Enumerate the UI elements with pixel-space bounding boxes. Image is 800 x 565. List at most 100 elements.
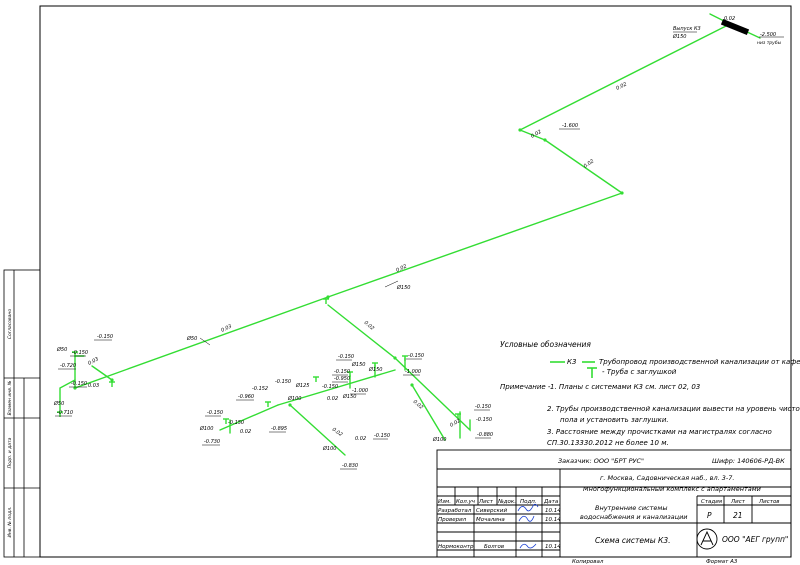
pipe-plugs: [57, 128, 624, 424]
center-lvl-g: -1.000: [352, 388, 368, 394]
trunk-slope-a: 0.02: [615, 82, 628, 92]
pipe-node-4: [326, 295, 330, 299]
tb-h-izm: Изм.: [438, 499, 451, 505]
tb-date-3: 10.14: [545, 544, 561, 550]
note-2a: 2. Трубы производственной канализации вы…: [547, 405, 800, 413]
pipe-left-riser-3: [59, 379, 76, 411]
tb-section-2: водоснабжения и канализации: [580, 513, 688, 521]
center-lvl-n: -0.730: [204, 439, 220, 445]
tb-sheet: 21: [733, 511, 743, 520]
tb-stage: Р: [707, 511, 712, 520]
pipe-plug-2: [109, 381, 115, 387]
trunk-diameter-mid: Ø150: [396, 284, 410, 291]
center-lvl-k: -0.895: [271, 426, 287, 432]
center-lvl-f: -0.150: [322, 384, 338, 390]
outlet-group: Выпуск К3 Ø150 0.02 -2.500 низ трубы: [672, 16, 784, 46]
center-slope-3: 0.02: [240, 429, 251, 435]
outlet-depth-note: низ трубы: [757, 40, 782, 46]
tb-sheets-h: Листов: [758, 499, 780, 505]
tb-name-3: Болгов: [484, 544, 504, 550]
pipe-trunk-diag: [544, 139, 623, 194]
pipe-plug-10: [455, 413, 461, 419]
center-lvl-q: -0.150: [475, 404, 491, 410]
pipe-center-down: [411, 384, 446, 441]
pipe-trunk-left: [74, 296, 329, 389]
tb-role-2: Проверил: [438, 517, 467, 523]
side-agreed: Согласовано: [7, 309, 13, 339]
center-lvl-j: -0.960: [238, 394, 254, 400]
pipe-plug-11: [323, 298, 329, 304]
tb-name-1: Сиверский: [476, 508, 507, 514]
center-lvl-s: -0.880: [477, 432, 493, 438]
tb-customer: Заказчик: ООО "БРТ РУС": [558, 457, 644, 465]
trunk-slope-c: 0.02: [583, 158, 596, 169]
tb-name-2: Мочалина: [476, 517, 505, 523]
signature-marks: [517, 503, 539, 549]
pipe-plug-9: [313, 376, 319, 382]
tb-code: Шифр: 140606-РД-ВК: [712, 457, 785, 465]
side-sign-date: Подп. и дата: [7, 437, 13, 468]
pipe-plug-4: [347, 371, 353, 377]
tb-role-1: Разработал: [438, 508, 472, 514]
pipe-trunk-main: [327, 192, 623, 298]
center-dia-g: Ø100: [322, 445, 336, 452]
tb-address: г. Москва, Садовническая наб., вл. 3-7.: [600, 474, 734, 482]
legend-k3-text: Трубопровод производственной канализации…: [599, 358, 800, 366]
legend-plug-symbol: [587, 367, 597, 378]
center-dia-c: Ø150: [342, 393, 356, 400]
center-lvl-e: -0.950: [334, 376, 350, 382]
tb-format: Формат А3: [706, 559, 738, 565]
outlet-diameter: Ø150: [672, 33, 686, 40]
note-1: 1. Планы с системами К3 см. лист 02, 03: [550, 383, 700, 391]
center-slope-2: 0.02: [412, 399, 424, 411]
tb-h-list: Лист: [478, 499, 494, 505]
center-slope-5: 0.02: [355, 436, 366, 442]
tb-date-2: 10.14: [545, 517, 561, 523]
tb-stage-h: Стадия: [701, 499, 723, 505]
left-slope-1: 0.03: [87, 356, 100, 367]
pipe-node-1: [620, 191, 624, 195]
center-dia-d: Ø125: [295, 382, 309, 389]
center-dia-e: Ø100: [287, 395, 301, 402]
side-stamp: [3, 269, 41, 558]
company-logo: [696, 528, 718, 550]
center-lvl-h: -0.152: [252, 386, 268, 392]
center-lvl-c: -1.000: [405, 369, 421, 375]
center-dia-h: Ø100: [432, 436, 446, 443]
center-lvl-l: -0.150: [207, 410, 223, 416]
pipe-node-2: [518, 128, 522, 132]
center-dia-f: Ø100: [199, 425, 213, 432]
tb-h-kol: Кол.уч: [456, 499, 476, 505]
tb-object: Многофункциональный комплекс с апартамен…: [583, 485, 761, 493]
center-lvl-i: -0.150: [275, 379, 291, 385]
trunk-slope-d: 0.02: [395, 264, 408, 274]
center-lvl-d: -0.150: [334, 369, 350, 375]
trunk-slope-b: 0.02: [530, 129, 543, 140]
tb-date-1: 10.14: [545, 508, 561, 514]
side-inv: Инв. № подл.: [7, 506, 13, 537]
center-slope-6: 0.02: [449, 418, 462, 429]
center-lvl-o: -0.150: [374, 433, 390, 439]
tb-section-1: Внутренние системы: [595, 504, 667, 512]
left-dia-2: Ø50: [53, 400, 64, 407]
pipe-center-run: [394, 357, 471, 432]
center-lvl-r: -0.150: [476, 417, 492, 423]
trunk-level-top: -1.600: [562, 123, 578, 129]
pipe-center-lower-left: [219, 404, 279, 431]
pipe-trunk-drop: [519, 129, 546, 141]
pipe-center-main: [327, 304, 396, 359]
outlet-slope: 0.02: [724, 16, 735, 22]
pipe-node-6: [410, 383, 414, 387]
left-slope-2: 0.03: [88, 383, 99, 389]
note-2b: пола и установить заглушки.: [560, 416, 669, 424]
tb-drawing: Схема системы К3.: [595, 536, 670, 545]
pipe-node-5: [393, 356, 397, 360]
pipe-node-3: [543, 138, 547, 142]
pipe-center-lower: [289, 404, 346, 456]
tb-company: ООО "АЕГ групп": [722, 535, 788, 544]
tb-role-3: Нормоконтр.: [438, 544, 475, 550]
outlet-label: Выпуск К3: [673, 26, 701, 32]
legend-plug-text: - Труба с заглушкой: [602, 368, 677, 376]
note-3b: СП.30.13330.2012 не более 10 м.: [547, 439, 669, 447]
